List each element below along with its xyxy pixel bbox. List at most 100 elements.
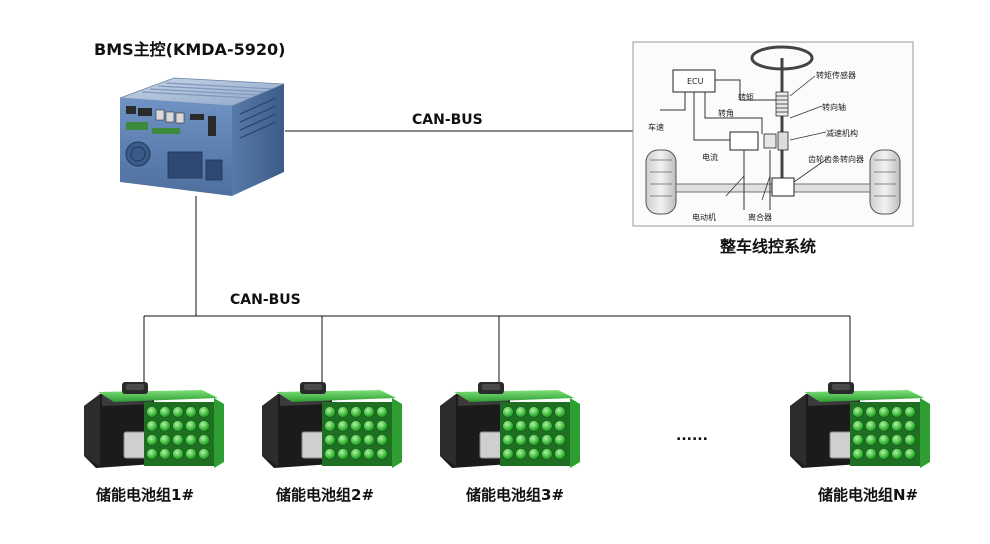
battery-cell xyxy=(515,406,527,418)
battery-pack-1 xyxy=(83,381,225,469)
battery-cell xyxy=(159,434,171,446)
battery-cell xyxy=(904,420,916,432)
left-wheel xyxy=(645,149,677,215)
battery-cell xyxy=(554,420,566,432)
battery-cell xyxy=(865,420,877,432)
battery-cell xyxy=(185,406,197,418)
battery-cell xyxy=(324,448,336,460)
battery-cell xyxy=(363,406,375,418)
battery-cell xyxy=(198,448,210,460)
battery-cell xyxy=(350,406,362,418)
battery-cell xyxy=(541,448,553,460)
battery-cell xyxy=(878,406,890,418)
battery-cell xyxy=(502,448,514,460)
battery-cell xyxy=(515,420,527,432)
label-current: 电流 xyxy=(702,152,718,162)
battery-cell xyxy=(904,406,916,418)
battery-cell xyxy=(350,448,362,460)
bms-master-title: BMS主控(KMDA-5920) xyxy=(94,40,285,59)
battery-cell xyxy=(376,420,388,432)
battery-cell xyxy=(363,420,375,432)
battery-cell xyxy=(324,420,336,432)
battery-cell xyxy=(852,406,864,418)
label-torque-sensor: 转矩传感器 xyxy=(816,70,856,80)
battery-cell xyxy=(172,434,184,446)
battery-cell xyxy=(146,420,158,432)
battery-cell xyxy=(159,406,171,418)
label-ecu: ECU xyxy=(687,77,704,86)
battery-cell xyxy=(376,434,388,446)
battery-cell xyxy=(185,420,197,432)
can-bus-label-mid: CAN-BUS xyxy=(230,292,301,308)
battery-cell xyxy=(146,434,158,446)
label-rack-pinion: 齿轮齿条转向器 xyxy=(808,154,864,164)
battery-cell xyxy=(852,434,864,446)
battery-cell xyxy=(337,420,349,432)
label-clutch: 离合器 xyxy=(748,212,772,222)
battery-cell xyxy=(502,434,514,446)
battery-cell xyxy=(502,420,514,432)
battery-cell xyxy=(878,448,890,460)
battery-cell xyxy=(337,448,349,460)
battery-cell xyxy=(554,448,566,460)
motor-block xyxy=(729,131,759,151)
pack-label-n: 储能电池组N# xyxy=(818,486,918,504)
battery-cell xyxy=(185,448,197,460)
battery-cell xyxy=(865,406,877,418)
battery-cell xyxy=(172,448,184,460)
battery-cell xyxy=(376,448,388,460)
battery-cell xyxy=(159,448,171,460)
battery-cell xyxy=(852,420,864,432)
bms-controller-device xyxy=(119,77,285,196)
battery-cell xyxy=(904,448,916,460)
battery-cell xyxy=(528,406,540,418)
battery-cell xyxy=(541,420,553,432)
battery-cell xyxy=(878,434,890,446)
label-steer-angle: 转角 xyxy=(718,108,734,118)
battery-cell xyxy=(172,420,184,432)
battery-cell xyxy=(337,434,349,446)
battery-cell xyxy=(146,406,158,418)
battery-cell xyxy=(528,434,540,446)
battery-pack-n xyxy=(789,381,931,469)
battery-cell xyxy=(185,434,197,446)
pack-label-1: 储能电池组1# xyxy=(96,486,194,504)
battery-cell xyxy=(159,420,171,432)
battery-cell xyxy=(337,406,349,418)
label-steer-shaft: 转向轴 xyxy=(822,102,846,112)
battery-pack-2 xyxy=(261,381,403,469)
battery-cell xyxy=(515,448,527,460)
battery-cell xyxy=(891,420,903,432)
battery-cell xyxy=(852,448,864,460)
battery-cell xyxy=(541,434,553,446)
battery-cell xyxy=(363,448,375,460)
battery-cell xyxy=(198,406,210,418)
battery-cell xyxy=(891,434,903,446)
battery-cell xyxy=(324,434,336,446)
battery-cell xyxy=(865,434,877,446)
battery-cell xyxy=(172,406,184,418)
battery-cell xyxy=(528,448,540,460)
battery-cell xyxy=(363,434,375,446)
battery-cell xyxy=(198,420,210,432)
battery-cell xyxy=(891,406,903,418)
bus-lines xyxy=(143,130,851,384)
label-reducer: 减速机构 xyxy=(826,128,858,138)
battery-cell xyxy=(891,448,903,460)
battery-cell xyxy=(515,434,527,446)
battery-cell xyxy=(904,434,916,446)
battery-cell xyxy=(350,434,362,446)
can-bus-label-top: CAN-BUS xyxy=(412,112,483,128)
vehicle-steer-by-wire-diagram xyxy=(632,41,914,227)
battery-cell xyxy=(502,406,514,418)
battery-cell xyxy=(554,406,566,418)
battery-pack-3 xyxy=(439,381,581,469)
battery-cell xyxy=(865,448,877,460)
battery-cell xyxy=(528,420,540,432)
battery-cell xyxy=(198,434,210,446)
label-motor: 电动机 xyxy=(692,212,716,222)
label-torque: 转矩 xyxy=(738,92,754,102)
battery-cell xyxy=(350,420,362,432)
right-wheel xyxy=(869,149,901,215)
